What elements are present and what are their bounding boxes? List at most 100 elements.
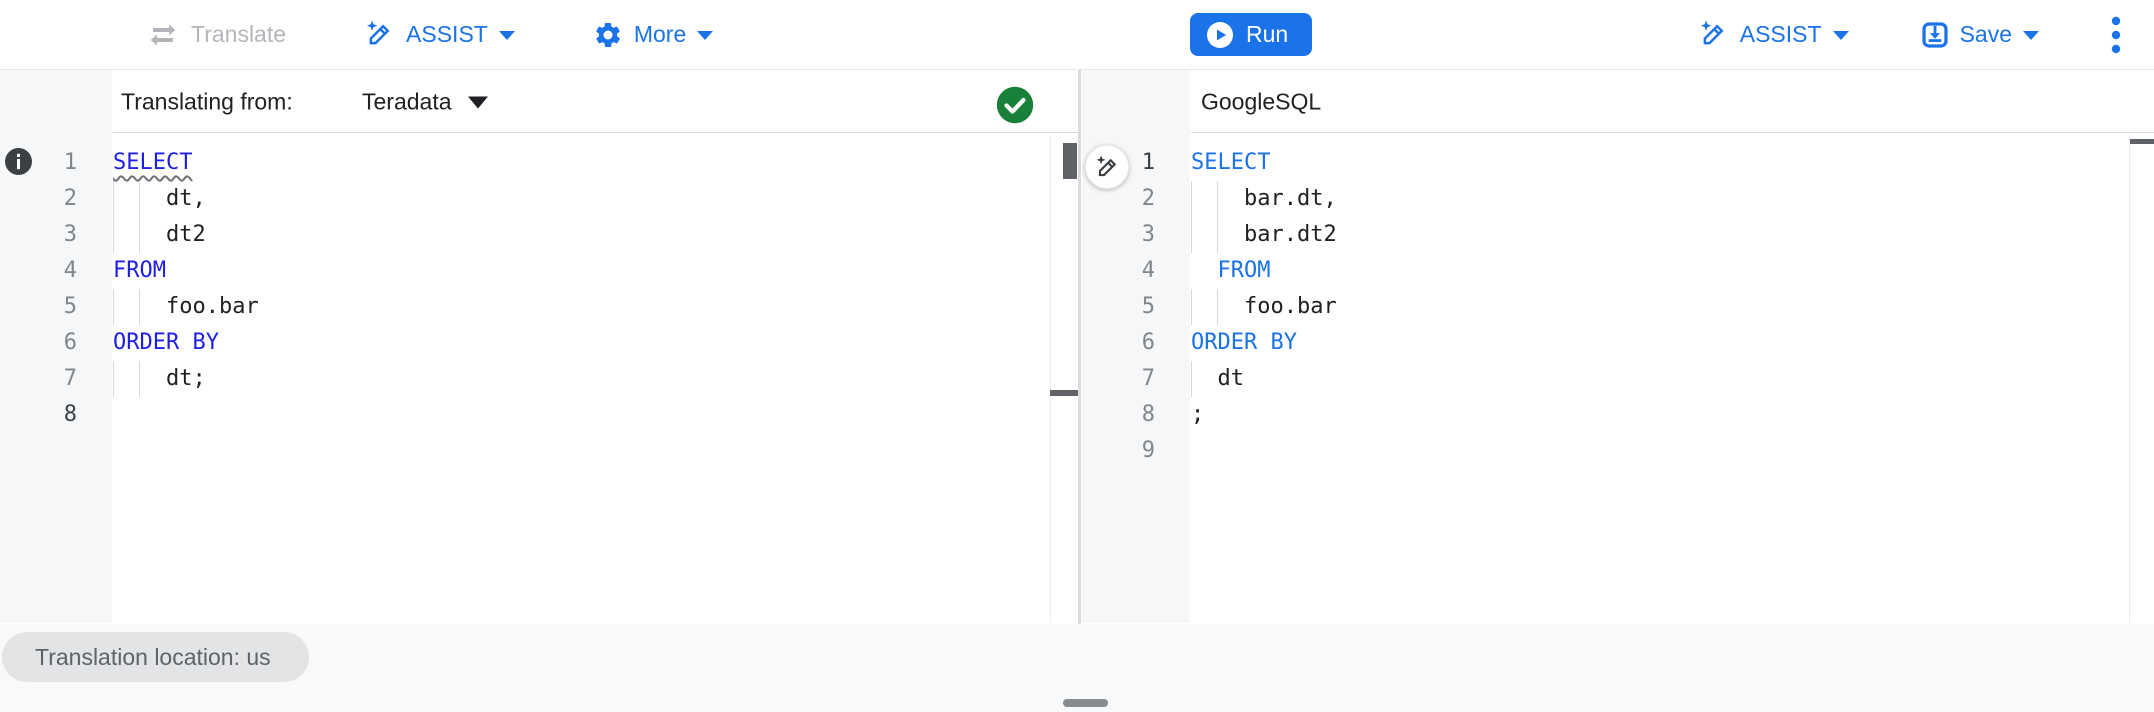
code-line: FROM [113, 253, 259, 289]
line-number: 1 [63, 150, 77, 175]
line-number: 4 [63, 258, 77, 283]
sparkle-pen-icon [1094, 154, 1121, 181]
translate-button[interactable]: Translate [146, 20, 286, 50]
source-dialect-select[interactable]: Teradata [362, 88, 488, 115]
line-number: 3 [1141, 222, 1155, 247]
sql-keyword: FROM [1217, 258, 1271, 283]
line-number: 2 [63, 186, 77, 211]
sql-text: foo.bar [1191, 294, 1337, 319]
code-line: FROM [1191, 253, 1337, 289]
source-pane-header: Translating from: Teradata [0, 70, 1078, 133]
code-line: ; [1191, 397, 1337, 433]
indent-guide [113, 181, 114, 217]
overflow-menu-button[interactable] [2111, 16, 2121, 54]
chevron-down-icon [1832, 31, 1849, 40]
line-number: 6 [1141, 330, 1155, 355]
chevron-down-icon [697, 31, 714, 40]
code-line: dt; [113, 361, 259, 397]
header-border [113, 132, 1078, 133]
chevron-down-icon [2023, 31, 2039, 40]
indent-guide [113, 361, 114, 397]
source-toolbar: Translate ASSIST More [0, 0, 1078, 69]
indent-guide [113, 289, 114, 325]
line-number: 7 [1141, 366, 1155, 391]
code-line [1191, 433, 1337, 469]
target-dialect-label: GoogleSQL [1201, 88, 1322, 114]
assist-label: ASSIST [1739, 21, 1822, 47]
line-number: 8 [63, 402, 77, 427]
overview-ruler-line [2129, 134, 2130, 623]
more-menu-button[interactable]: More [593, 20, 714, 50]
save-label: Save [1959, 21, 2012, 47]
sql-text: dt; [113, 366, 206, 391]
indent-guide [139, 217, 141, 253]
assist-wand-button[interactable] [1085, 145, 1129, 189]
run-label: Run [1246, 21, 1289, 47]
more-label: More [633, 21, 687, 47]
assist-menu-button[interactable]: ASSIST [364, 19, 515, 50]
line-number: 5 [1141, 294, 1155, 319]
translate-label: Translate [191, 21, 287, 47]
assist-label: ASSIST [406, 21, 488, 47]
dialect-value: Teradata [362, 88, 452, 114]
sparkle-pen-icon [364, 19, 395, 50]
chevron-down-icon [498, 31, 515, 40]
code-line: SELECT [113, 145, 259, 181]
line-number: 2 [1141, 186, 1155, 211]
indent-guide [139, 181, 141, 217]
horizontal-scrollbar-thumb[interactable] [1063, 699, 1108, 707]
assist-menu-button-target[interactable]: ASSIST [1698, 19, 1849, 50]
indent-guide [139, 289, 141, 325]
swap-arrows-icon [146, 20, 180, 50]
kebab-menu-icon [2111, 16, 2121, 54]
indent-guide [1191, 361, 1192, 397]
code-line: dt, [113, 181, 259, 217]
info-icon[interactable] [5, 148, 32, 175]
indent-guide [1191, 181, 1192, 217]
line-number: 9 [1141, 438, 1155, 463]
indent-guide [1217, 289, 1219, 325]
scrollbar-cursor-marker [1050, 390, 1078, 396]
scrollbar-warning-marker[interactable] [1063, 143, 1077, 179]
footer-band: Translation location: us [0, 624, 2154, 712]
code-line: ORDER BY [1191, 325, 1337, 361]
sql-text: bar.dt2 [1191, 222, 1337, 247]
gear-icon [593, 20, 623, 50]
success-check-icon [996, 86, 1034, 124]
play-circle-icon [1206, 21, 1234, 49]
sql-keyword: SELECT [1191, 150, 1271, 175]
save-menu-button[interactable]: Save [1921, 21, 2039, 49]
sql-text: ; [1191, 402, 1205, 427]
target-pane-header: GoogleSQL [1082, 70, 2154, 133]
chevron-down-icon [467, 96, 488, 109]
sql-text: foo.bar [113, 294, 259, 319]
sql-keyword: FROM [113, 258, 166, 283]
code-line: bar.dt2 [1191, 217, 1337, 253]
line-number: 7 [63, 366, 77, 391]
line-number: 8 [1141, 402, 1155, 427]
scrollbar-cursor-marker [2130, 139, 2154, 144]
sql-text [1191, 258, 1218, 283]
sql-text: dt2 [113, 222, 206, 247]
indent-guide [139, 361, 141, 397]
line-number: 5 [63, 294, 77, 319]
indent-guide [1217, 181, 1219, 217]
run-button[interactable]: Run [1190, 13, 1313, 56]
pane-divider[interactable] [1078, 70, 1081, 624]
line-number: 4 [1141, 258, 1155, 283]
sql-text: dt [1191, 366, 1244, 391]
toolbar-divider [0, 69, 2154, 70]
indent-guide [1217, 217, 1219, 253]
sql-text: bar.dt, [1191, 186, 1337, 211]
sql-keyword: SELECT [113, 150, 193, 175]
line-number: 6 [63, 330, 77, 355]
sql-text: dt, [113, 186, 206, 211]
target-toolbar: Run ASSIST [1082, 0, 2154, 69]
code-line: dt [1191, 361, 1337, 397]
sql-keyword: ORDER BY [113, 330, 219, 355]
